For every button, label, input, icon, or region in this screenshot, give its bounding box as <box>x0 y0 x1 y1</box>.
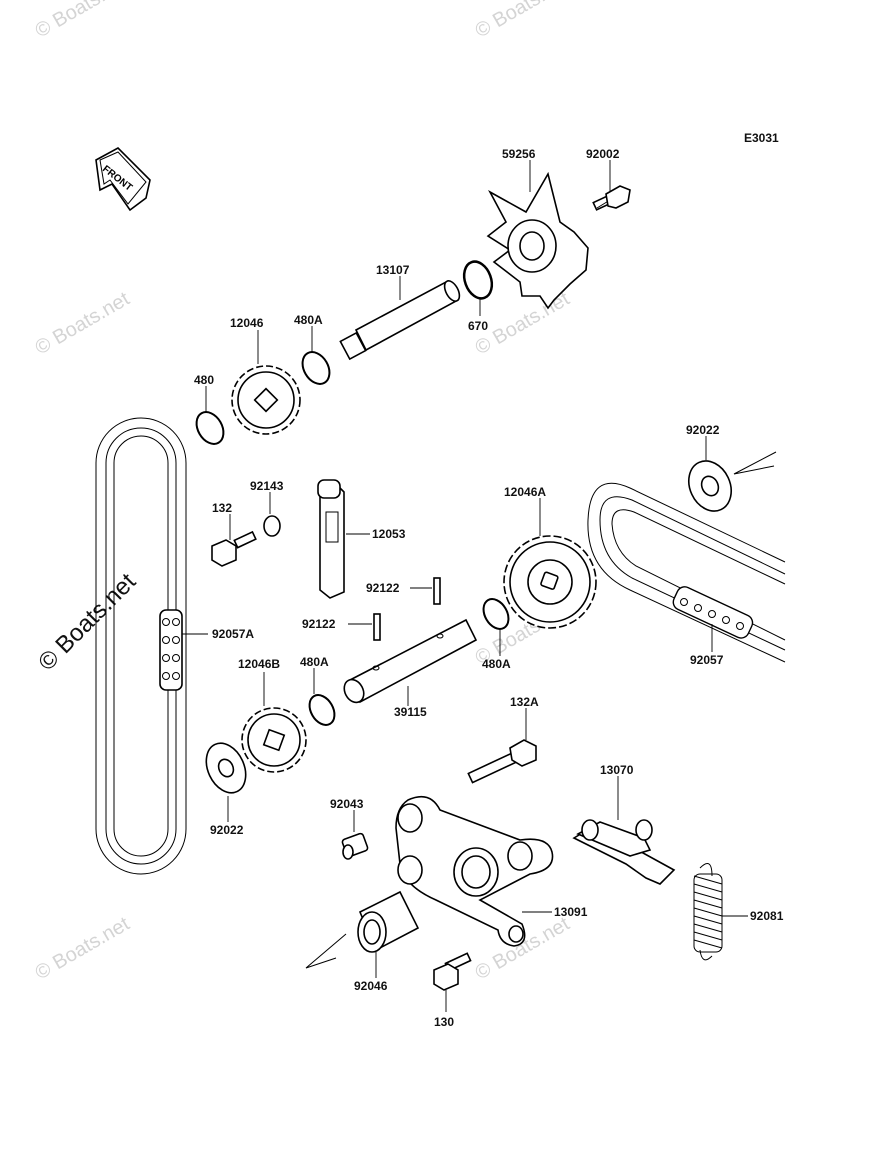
slider-13070 <box>572 819 676 885</box>
pin-92122-upper <box>433 577 441 605</box>
master-link-92057A <box>159 609 183 691</box>
sprocket-12046A <box>503 535 597 629</box>
circlip-480A-top <box>301 351 331 385</box>
watermark-large: © Boats.net <box>33 568 141 676</box>
spring-92081 <box>693 863 723 961</box>
part-labels: 59256 92002 13107 670 12046 480A 480 920… <box>194 147 784 1029</box>
label-480A-mid: 480A <box>300 655 329 669</box>
label-13070: 13070 <box>600 763 634 777</box>
label-92043: 92043 <box>330 797 364 811</box>
watermark-top-right: © Boats.net <box>472 0 574 42</box>
leader-lines <box>182 160 748 1012</box>
label-480A-right: 480A <box>482 657 511 671</box>
label-132: 132 <box>212 501 232 515</box>
label-670: 670 <box>468 319 488 333</box>
o-ring-670 <box>462 260 494 300</box>
diagram-code: E3031 <box>744 131 779 145</box>
watermark-mid-left: © Boats.net <box>32 288 134 360</box>
label-92046: 92046 <box>354 979 388 993</box>
label-13091: 13091 <box>554 905 588 919</box>
label-39115: 39115 <box>394 705 427 719</box>
watermark-bottom-left: © Boats.net <box>32 913 134 985</box>
watermark-top-left: © Boats.net <box>32 0 134 42</box>
label-12046B: 12046B <box>238 657 280 671</box>
label-92002: 92002 <box>586 147 620 161</box>
front-arrow: FRONT <box>95 147 151 212</box>
shaft-13107 <box>339 280 461 361</box>
arm-13091 <box>395 795 554 947</box>
collar-92043 <box>341 832 369 860</box>
label-13107: 13107 <box>376 263 410 277</box>
label-92122-lower: 92122 <box>302 617 336 631</box>
chain-loop-right <box>587 482 786 663</box>
bolt-130 <box>433 952 472 991</box>
label-130: 130 <box>434 1015 454 1029</box>
lever-12053 <box>317 479 345 599</box>
shaft-39115 <box>343 618 478 704</box>
label-92057: 92057 <box>690 653 724 667</box>
label-92081: 92081 <box>750 909 784 923</box>
bearing-92046 <box>357 890 420 953</box>
circlip-480A-right <box>482 598 510 630</box>
label-59256: 59256 <box>502 147 536 161</box>
label-480: 480 <box>194 373 214 387</box>
washer-92143 <box>263 515 281 537</box>
label-12046A: 12046A <box>504 485 546 499</box>
bolt-132A <box>467 739 537 784</box>
bolt-132 <box>211 530 257 567</box>
label-12053: 12053 <box>372 527 406 541</box>
fan-59256 <box>486 171 589 310</box>
pin-92122-lower <box>373 613 381 641</box>
label-92022-right: 92022 <box>686 423 720 437</box>
direction-marker-right <box>733 451 777 475</box>
sprocket-12046 <box>231 365 301 435</box>
circlip-480 <box>195 411 225 445</box>
label-92122-upper: 92122 <box>366 581 400 595</box>
sprocket-12046B <box>241 707 307 773</box>
chain-segment-92057 <box>672 586 754 639</box>
label-92022-left: 92022 <box>210 823 244 837</box>
label-92143: 92143 <box>250 479 284 493</box>
washer-92022-right <box>688 460 732 512</box>
label-480A-top: 480A <box>294 313 323 327</box>
circlip-480A-mid <box>308 694 336 726</box>
direction-marker-left <box>305 933 347 969</box>
bolt-92002 <box>592 185 631 211</box>
label-92057A: 92057A <box>212 627 254 641</box>
washer-92022-left <box>205 742 247 794</box>
label-12046: 12046 <box>230 316 264 330</box>
label-132A: 132A <box>510 695 539 709</box>
